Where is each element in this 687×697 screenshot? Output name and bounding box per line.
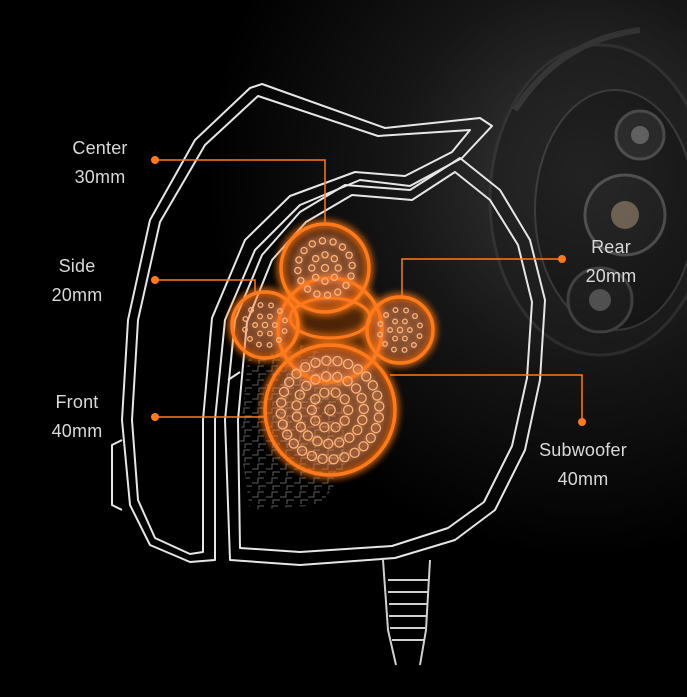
leader-line-center [155, 159, 326, 224]
label-front-size: 40mm [51, 421, 103, 441]
label-center: Center 30mm [55, 134, 145, 192]
leader-dot-front [151, 413, 159, 421]
label-subwoofer: Subwoofer 40mm [528, 436, 638, 494]
leader-dot-side [151, 276, 159, 284]
headphone-cable [382, 559, 431, 666]
driver-center [279, 222, 371, 314]
leader-line-side [155, 279, 256, 292]
label-subwoofer-size: 40mm [557, 469, 609, 489]
driver-rear [365, 295, 435, 365]
label-front-name: Front [55, 392, 99, 412]
label-center-name: Center [72, 138, 128, 158]
drivers-group [230, 222, 435, 477]
leader-line-subwoofer [390, 374, 583, 422]
driver-front [263, 343, 397, 477]
label-rear-name: Rear [591, 237, 631, 257]
label-side: Side 20mm [32, 252, 122, 310]
label-rear: Rear 20mm [566, 233, 656, 291]
leader-dot-center [151, 156, 159, 164]
label-side-size: 20mm [51, 285, 103, 305]
driver-side [230, 290, 300, 360]
label-side-name: Side [58, 256, 96, 276]
label-center-size: 30mm [74, 167, 126, 187]
leader-line-rear [401, 258, 562, 297]
label-rear-size: 20mm [585, 266, 637, 286]
leader-lines [151, 156, 586, 426]
leader-dot-rear [558, 255, 566, 263]
leader-dot-subwoofer [578, 418, 586, 426]
label-subwoofer-name: Subwoofer [539, 440, 627, 460]
label-front: Front 40mm [32, 388, 122, 446]
